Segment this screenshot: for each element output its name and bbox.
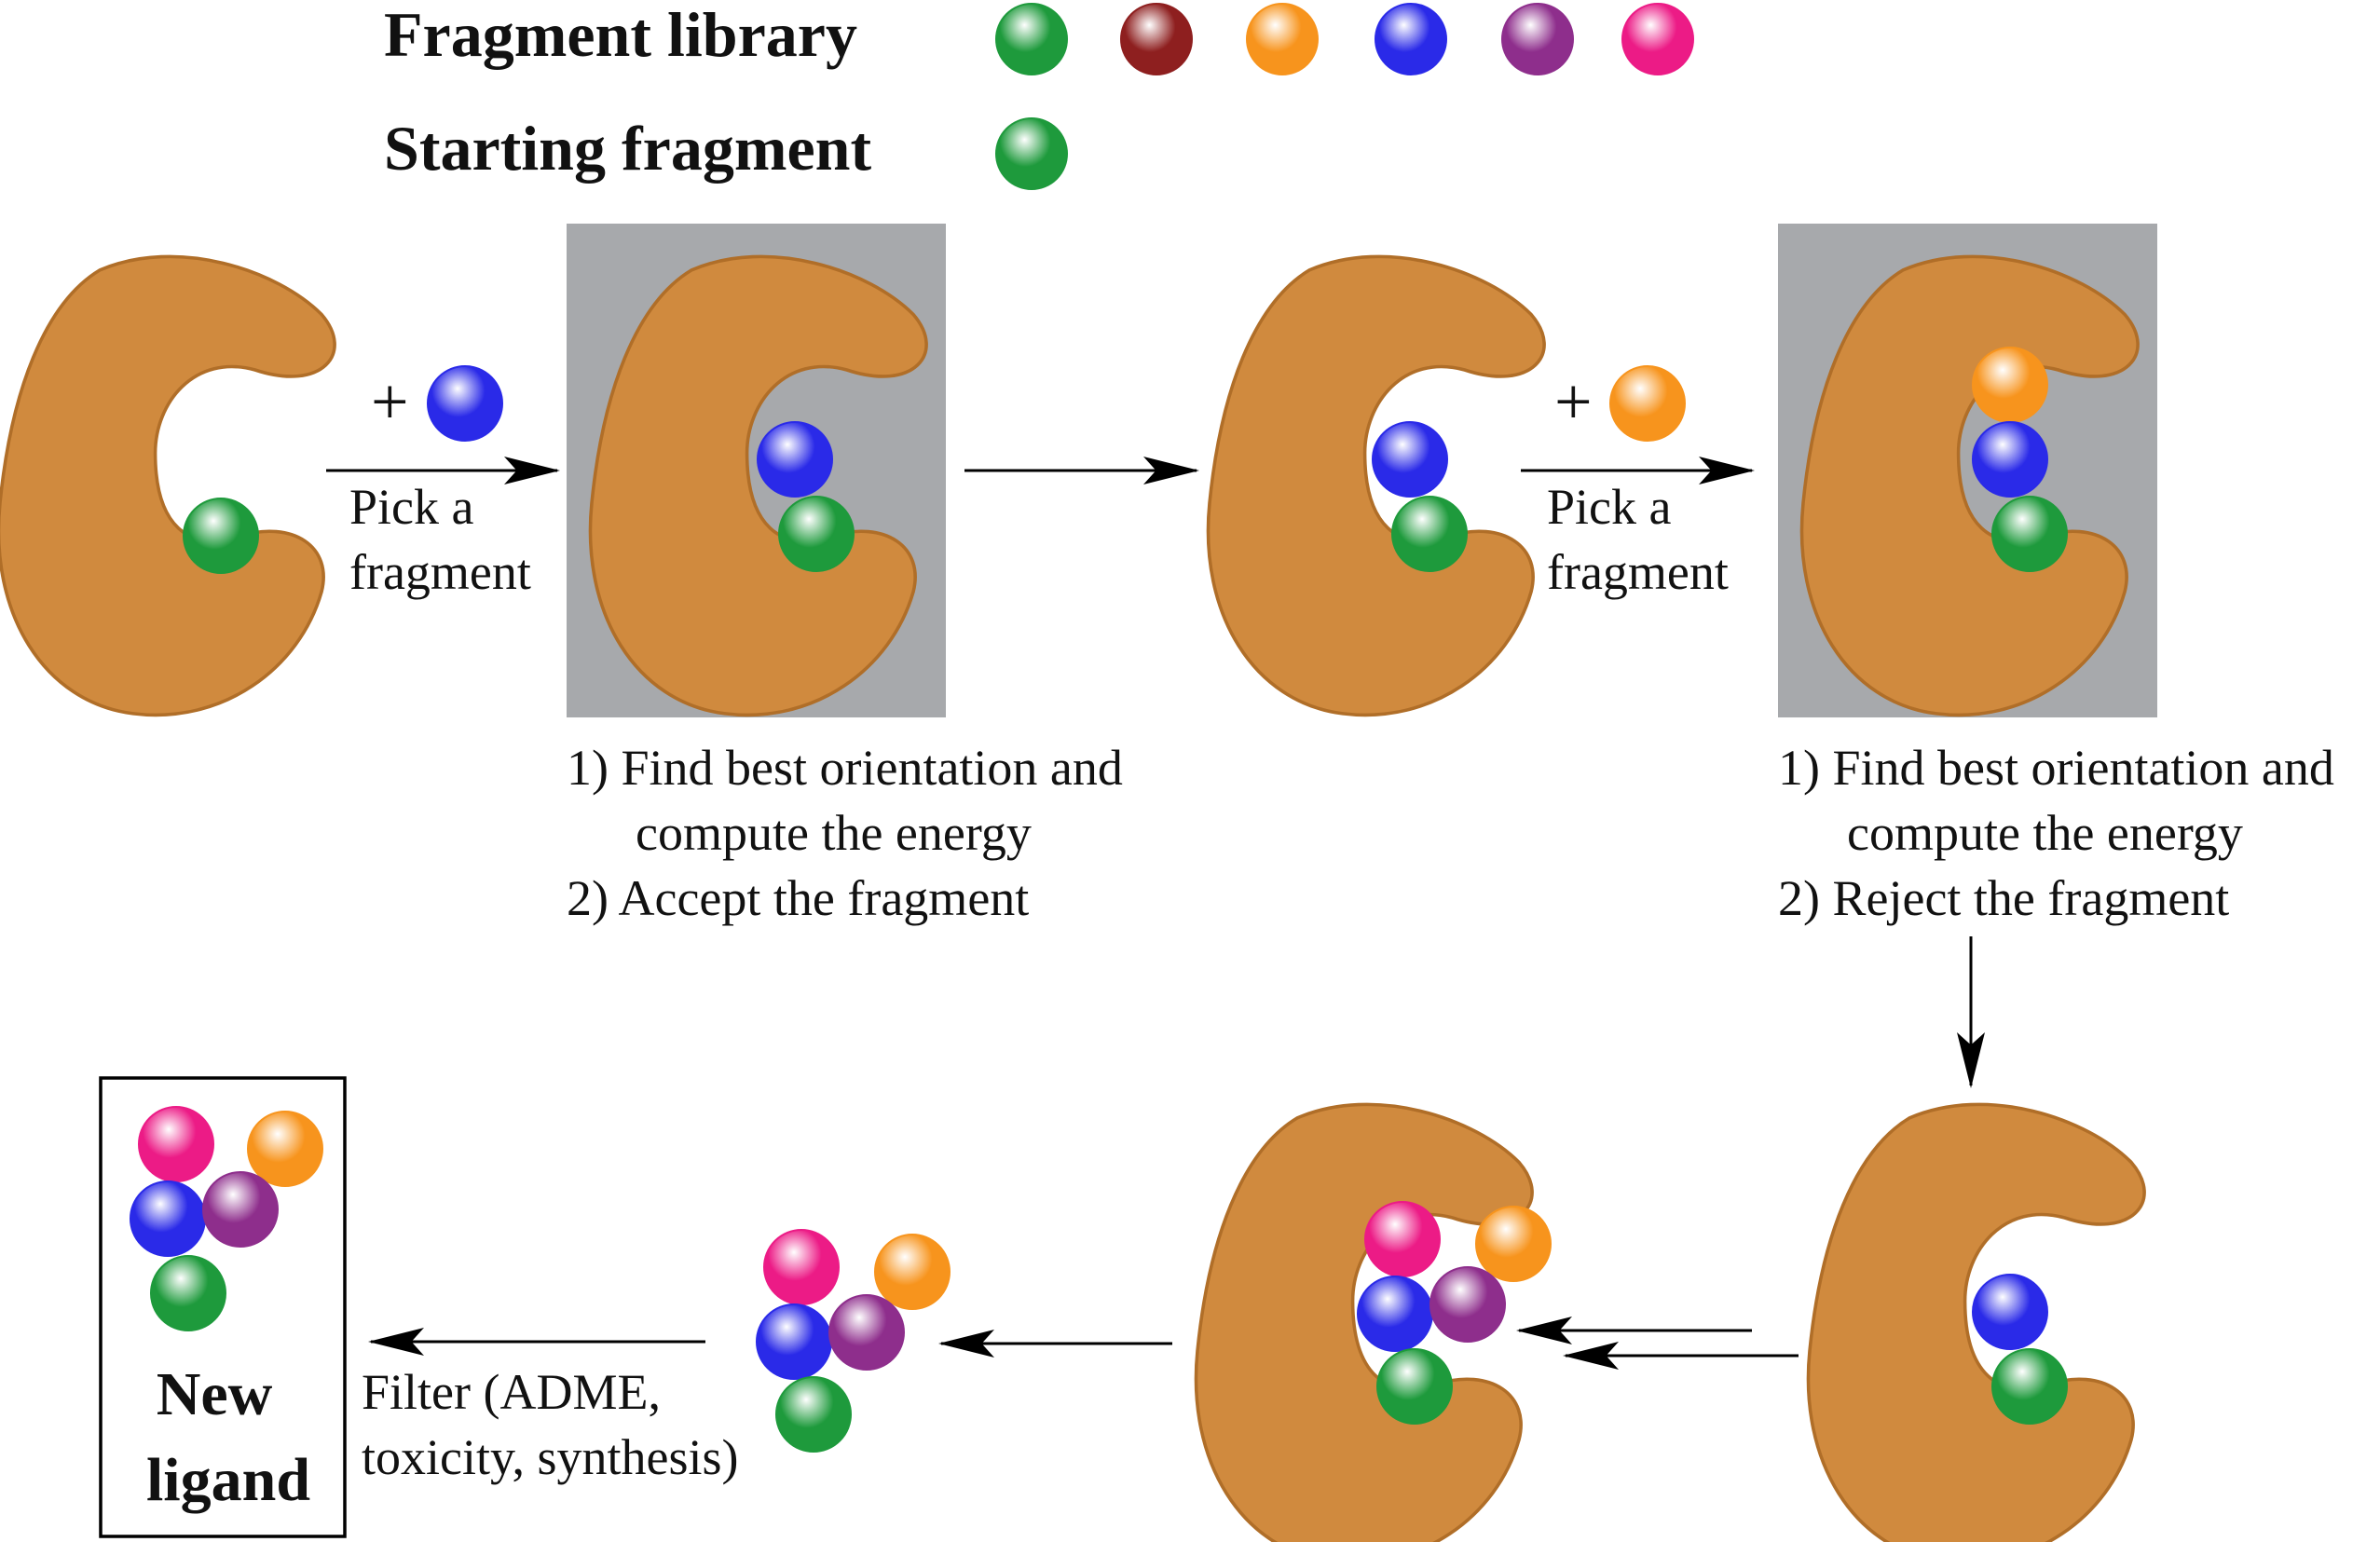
- purple-fragment-ball: [828, 1294, 905, 1371]
- caption-line2: compute the energy: [1847, 805, 2243, 861]
- orange-fragment-ball: [874, 1234, 951, 1310]
- fragment-balls: [130, 117, 2068, 1453]
- green-fragment-ball: [1991, 496, 2068, 572]
- pick-fragment-step-1: + Pick a fragment: [326, 364, 560, 600]
- pick-label-line2: fragment: [1547, 544, 1729, 600]
- caption-line3: 2) Accept the fragment: [567, 870, 1029, 926]
- pick-label-line1: Pick a: [349, 479, 474, 535]
- starting-fragment-label: Starting fragment: [384, 113, 871, 184]
- new-ligand-line1: New: [157, 1360, 273, 1428]
- green-fragment-ball: [183, 498, 259, 574]
- picked-fragment-ball: [1609, 365, 1686, 442]
- blue-fragment-ball: [1972, 421, 2048, 498]
- green-fragment-ball: [1991, 1348, 2068, 1425]
- green-fragment-ball: [1391, 496, 1468, 572]
- library-green-ball: [995, 3, 1068, 75]
- orange-fragment-ball: [247, 1111, 323, 1187]
- purple-fragment-ball: [202, 1171, 279, 1248]
- caption-line1: 1) Find best orientation and: [1778, 740, 2334, 796]
- filter-step: Filter (ADME, toxicity, synthesis): [362, 1328, 738, 1485]
- pink-fragment-ball: [1364, 1201, 1441, 1277]
- green-fragment-ball: [775, 1376, 852, 1453]
- pink-fragment-ball: [138, 1106, 214, 1182]
- plus-sign: +: [371, 364, 409, 439]
- caption-reject: 1) Find best orientation and compute the…: [1778, 740, 2334, 926]
- caption-line1: 1) Find best orientation and: [567, 740, 1123, 796]
- library-maroon-ball: [1120, 3, 1193, 75]
- purple-fragment-ball: [1429, 1266, 1506, 1343]
- blue-fragment-ball: [1372, 421, 1448, 498]
- pink-fragment-ball: [763, 1229, 840, 1305]
- picked-fragment-ball: [427, 365, 503, 442]
- protein-after-accept: [1206, 254, 1546, 717]
- starting-fragment-ball: [995, 117, 1068, 190]
- filter-line1: Filter (ADME,: [362, 1364, 661, 1420]
- caption-accept: 1) Find best orientation and compute the…: [567, 740, 1123, 926]
- fragment-library-balls: [995, 3, 1694, 75]
- pick-label-line2: fragment: [349, 544, 531, 600]
- orange-fragment-ball: [1972, 347, 2048, 423]
- caption-line2: compute the energy: [636, 805, 1032, 861]
- fragment-library-label: Fragment library: [384, 0, 857, 70]
- protein-start: [0, 254, 336, 717]
- filter-line2: toxicity, synthesis): [362, 1429, 738, 1485]
- green-fragment-ball: [778, 496, 855, 572]
- green-fragment-ball: [150, 1255, 226, 1331]
- new-ligand-line2: ligand: [146, 1446, 310, 1514]
- caption-line3: 2) Reject the fragment: [1778, 870, 2229, 926]
- blue-fragment-ball: [130, 1180, 206, 1257]
- green-fragment-ball: [1376, 1348, 1453, 1425]
- library-purple-ball: [1501, 3, 1574, 75]
- library-pink-ball: [1621, 3, 1694, 75]
- pick-label-line1: Pick a: [1547, 479, 1672, 535]
- blue-fragment-ball: [1972, 1274, 2048, 1350]
- pick-fragment-step-2: + Pick a fragment: [1521, 364, 1755, 600]
- plus-sign: +: [1554, 364, 1593, 439]
- library-orange-ball: [1246, 3, 1319, 75]
- library-blue-ball: [1375, 3, 1447, 75]
- orange-fragment-ball: [1475, 1206, 1552, 1282]
- blue-fragment-ball: [1357, 1276, 1433, 1352]
- blue-fragment-ball: [757, 421, 833, 498]
- blue-fragment-ball: [756, 1303, 832, 1380]
